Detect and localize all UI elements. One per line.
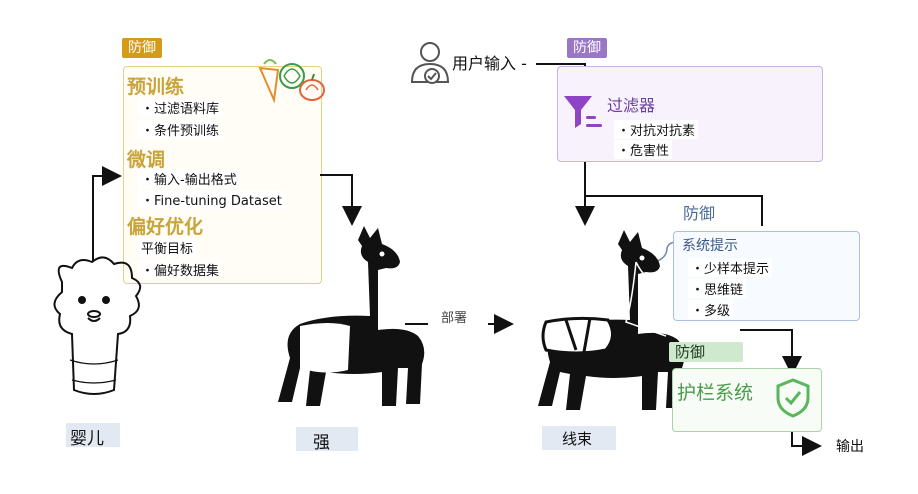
guardrail-title: 护栏系统: [677, 382, 754, 404]
pretrain-item-1: ・过滤语料库: [138, 98, 223, 117]
caption-bg-harnessed: [542, 426, 616, 450]
guardrail-box: [672, 368, 822, 432]
filter-icon: [564, 96, 602, 128]
defense-tag-system-prompt: 防御: [683, 204, 716, 223]
user-icon-shape: [410, 42, 450, 84]
baby-alpaca-illustration: [53, 256, 142, 395]
arrow-baby-to-training: [92, 166, 122, 262]
filter-item-2: ・危害性: [614, 140, 673, 159]
strong-llama-illustration: [278, 226, 425, 406]
arrow-guardrail-to-output: [791, 430, 822, 456]
filter-title: 过滤器: [607, 96, 656, 115]
shield-check-icon: [776, 378, 810, 418]
vegetables-icon: [258, 59, 325, 104]
output-label: 输出: [836, 439, 864, 455]
harnessed-llama-illustration: [538, 230, 685, 410]
arrow-system-prompt-loop: [585, 195, 763, 226]
filter-box: [557, 66, 823, 162]
user-input-label: 用户输入 -: [452, 54, 527, 73]
caption-bg-strong: [296, 427, 358, 451]
finetune-item-2: ・Fine-tuning Dataset: [138, 190, 285, 209]
arrow-llama-to-guardrail: [740, 329, 802, 376]
defense-tag-training: 防御: [122, 38, 162, 58]
preference-item-1: 平衡目标: [138, 238, 197, 257]
caption-harnessed: 线束: [562, 430, 593, 448]
system-prompt-title: 系统提示: [682, 238, 738, 254]
finetune-item-1: ・输入-输出格式: [138, 169, 240, 188]
caption-strong: 强: [313, 433, 330, 453]
preference-item-2: ・偏好数据集: [138, 260, 223, 279]
connector-system-prompt: [654, 241, 678, 263]
pretrain-item-2: ・条件预训练: [138, 120, 223, 139]
arrow-training-to-strong: [320, 174, 362, 226]
system-prompt-item-2: ・思维链: [688, 279, 747, 298]
pretrain-title: 预训练: [127, 76, 185, 98]
finetune-title: 微调: [127, 149, 166, 171]
caption-bg-baby: [66, 423, 120, 447]
filter-item-1: ・对抗对抗素: [614, 120, 699, 139]
preference-title: 偏好优化: [127, 216, 204, 238]
caption-baby: 婴儿: [70, 429, 104, 449]
deploy-label: 部署: [441, 311, 468, 326]
defense-tag-guardrail: 防御: [669, 342, 743, 362]
system-prompt-item-3: ・多级: [688, 300, 734, 319]
defense-tag-filter: 防御: [567, 38, 607, 58]
system-prompt-item-1: ・少样本提示: [688, 258, 773, 277]
